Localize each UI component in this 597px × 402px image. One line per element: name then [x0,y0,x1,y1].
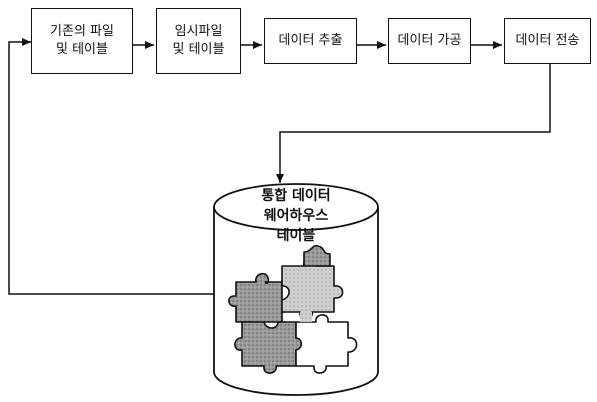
arrow-transfer-to-warehouse [276,64,551,183]
data-extract-box: 데이터 추출 [264,18,357,64]
puzzle-icon [228,244,358,374]
data-process-box: 데이터 가공 [388,18,471,64]
existing-files-label: 기존의 파일 및 테이블 [50,24,114,57]
warehouse-table-label: 통합 데이터 웨어하우스 테이블 [261,188,331,244]
data-transfer-box: 데이터 전송 [504,18,591,64]
data-extract-label: 데이터 추출 [278,33,343,48]
temp-files-label: 임시파일 및 테이블 [172,24,225,57]
data-transfer-label: 데이터 전송 [515,33,580,48]
arrow-warehouse-to-existing [8,38,214,295]
existing-files-box: 기존의 파일 및 테이블 [31,8,133,74]
data-process-label: 데이터 가공 [397,33,462,48]
temp-files-box: 임시파일 및 테이블 [156,8,241,74]
